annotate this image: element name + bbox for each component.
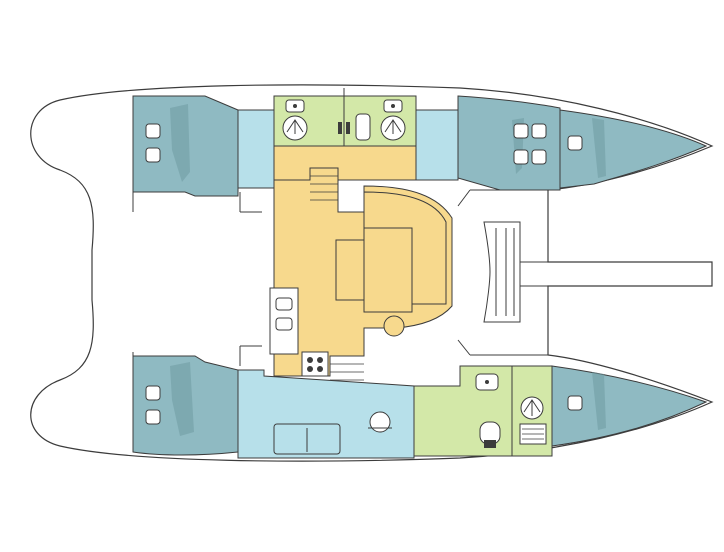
valve-black [338, 122, 342, 134]
stool [383, 315, 405, 337]
toilet-icon [355, 113, 371, 141]
porthole [567, 135, 583, 151]
sink-icon [275, 317, 293, 331]
bathroom-forward-port [415, 109, 459, 181]
cabin-forward-starboard [551, 365, 708, 447]
porthole [513, 123, 529, 139]
sink-icon [275, 297, 293, 311]
table-top [363, 227, 413, 313]
saloon-area [269, 167, 453, 389]
steps-forward [310, 175, 338, 201]
cabin-aft-port-shadow [170, 104, 190, 182]
porthole [567, 395, 583, 411]
porthole [531, 123, 547, 139]
upper-hull [132, 88, 708, 197]
porthole [513, 149, 529, 165]
burner [317, 366, 323, 372]
burner [317, 357, 323, 363]
center-line [520, 261, 548, 287]
shower-icon [286, 119, 304, 134]
hull-contour [30, 84, 714, 462]
porthole [145, 409, 161, 425]
burner [307, 366, 313, 372]
cabin-shadow [592, 118, 606, 178]
sink-icon [369, 411, 391, 433]
toilet-tank [484, 440, 496, 448]
cabin-forward-port [457, 95, 561, 191]
porthole [531, 149, 547, 165]
drain [293, 104, 297, 108]
bathroom-aft-port [237, 109, 275, 189]
shower-icon [384, 119, 402, 134]
shower-rays [523, 399, 541, 416]
forward-deck [132, 189, 548, 366]
burner [307, 357, 313, 363]
corridor-port [273, 145, 417, 181]
forward-seating-outline [457, 189, 548, 356]
valve-black [346, 122, 350, 134]
porthole [145, 123, 161, 139]
hull-outline [30, 84, 714, 462]
lower-hull [132, 355, 708, 459]
stove-icon [301, 351, 329, 377]
drain [391, 104, 395, 108]
porthole [145, 385, 161, 401]
cabin-shadow [170, 362, 194, 436]
porthole [145, 147, 161, 163]
drain [485, 380, 489, 384]
cabin-shadow [592, 372, 606, 430]
forward-bench [483, 221, 521, 323]
